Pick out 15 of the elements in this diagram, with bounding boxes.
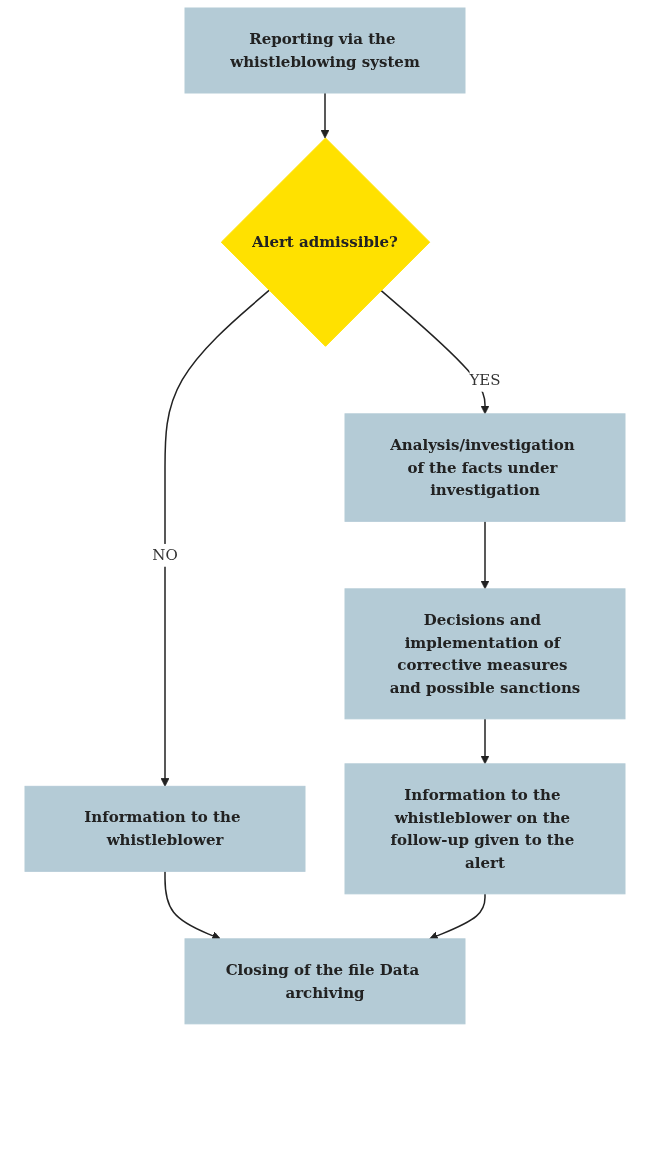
- arrow: [320, 92, 330, 139]
- node-box: Decisions and implementation of corrective measures and possible sanctions: [344, 588, 626, 720]
- node-box: Closing of the file Data archiving: [184, 938, 466, 1025]
- node-diamond: Alert admissible?: [220, 137, 431, 347]
- arrow: [160, 289, 270, 787]
- node-box: Reporting via the whistleblowing system: [184, 7, 466, 94]
- arrow: [429, 893, 486, 940]
- node-box: Analysis/investigation of the facts under investigation: [344, 413, 626, 522]
- arrow: [480, 718, 490, 765]
- edge-label: NO: [152, 545, 178, 564]
- node-box: Information to the whistleblower on the follow-up given to the alert: [344, 763, 626, 895]
- edge-label: YES: [469, 370, 501, 389]
- arrow: [164, 870, 221, 940]
- arrow: [480, 520, 490, 590]
- node-box: Information to the whistleblower: [24, 785, 306, 872]
